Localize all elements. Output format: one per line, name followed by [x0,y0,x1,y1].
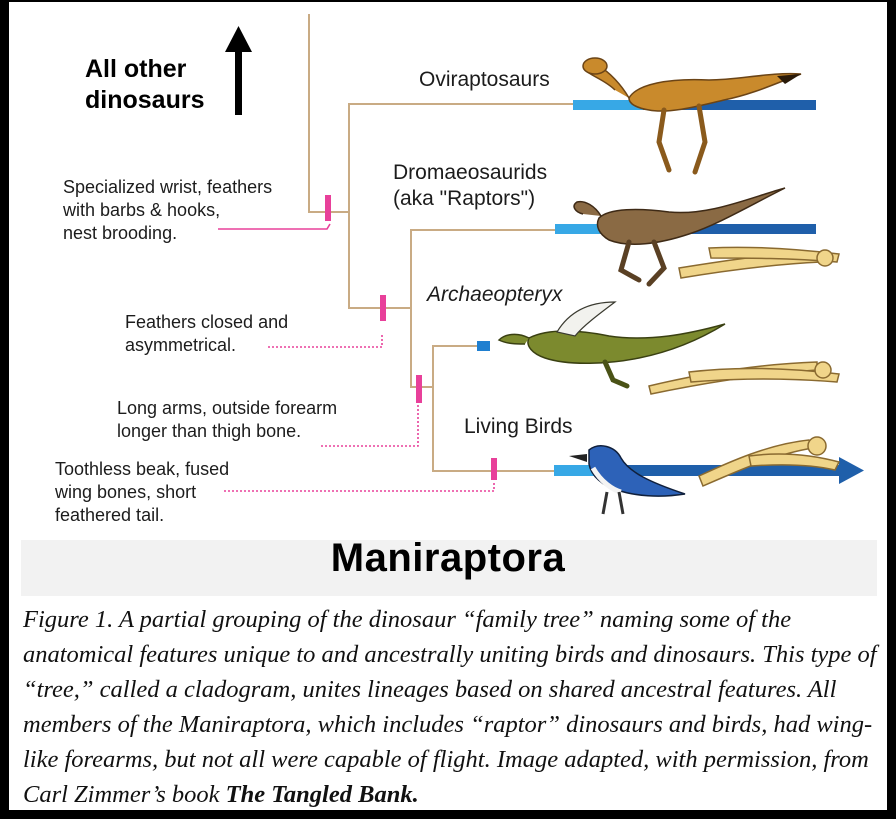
trait-arms-line-2: longer than thigh bone. [117,420,337,443]
trait-feathers-line-1: Feathers closed and [125,311,288,334]
all-other-line-1: All other [85,54,204,85]
trait-arms-line-1: Long arms, outside forearm [117,397,337,420]
taxon-oviraptosaurs: Oviraptosaurs [419,67,550,93]
figure-frame: All other dinosaurs Oviraptosaurs Dromae… [7,0,889,812]
all-other-line-2: dinosaurs [85,85,204,116]
stem-line [309,14,349,212]
trait-beak-line-2: wing bones, short [55,481,229,504]
trait-wrist-line-1: Specialized wrist, feathers [63,176,272,199]
trait-long-arms: Long arms, outside forearm longer than t… [117,397,337,443]
taxon-dromaeosaurids-line-2: (aka "Raptors") [393,186,547,212]
forelimb-dromaeosaurid [679,247,839,278]
trait-wrist-line-3: nest brooding. [63,222,272,245]
branch-archaeopteryx [433,346,479,387]
marker-beak [491,458,497,480]
trait-beak-line-3: feathered tail. [55,504,229,527]
trait-beak-line-1: Toothless beak, fused [55,458,229,481]
caption-book-title: The Tangled Bank. [226,781,419,808]
blue-jay-illustration [569,446,685,514]
taxon-living-birds: Living Birds [464,414,573,440]
trait-specialized-wrist: Specialized wrist, feathers with barbs &… [63,176,272,245]
forelimb-archaeopteryx [649,362,839,394]
figure-caption: Figure 1. A partial grouping of the dino… [23,602,883,812]
up-arrow-icon [225,26,252,115]
forelimb-living-bird [699,437,839,486]
lineage-bar-archaeopteryx [477,341,490,351]
oviraptosaur-illustration [583,58,801,172]
trait-wrist-line-2: with barbs & hooks, [63,199,272,222]
marker-arms [416,375,422,403]
forelimb-bones [649,247,839,486]
leader-beak [224,482,494,491]
taxon-archaeopteryx: Archaeopteryx [427,282,562,308]
marker-wrist [325,195,331,221]
trait-feathers-line-2: asymmetrical. [125,334,288,357]
trait-toothless-beak: Toothless beak, fused wing bones, short … [55,458,229,527]
diagram-title: Maniraptora [9,536,887,581]
marker-feathers [380,295,386,321]
caption-text: Figure 1. A partial grouping of the dino… [23,606,877,808]
trait-feathers-closed: Feathers closed and asymmetrical. [125,311,288,357]
taxon-dromaeosaurids: Dromaeosaurids (aka "Raptors") [393,160,547,212]
branch-node-2 [349,212,411,308]
taxon-dromaeosaurids-line-1: Dromaeosaurids [393,160,547,186]
all-other-dinosaurs-label: All other dinosaurs [85,54,204,116]
living-birds-arrowhead [839,457,864,484]
